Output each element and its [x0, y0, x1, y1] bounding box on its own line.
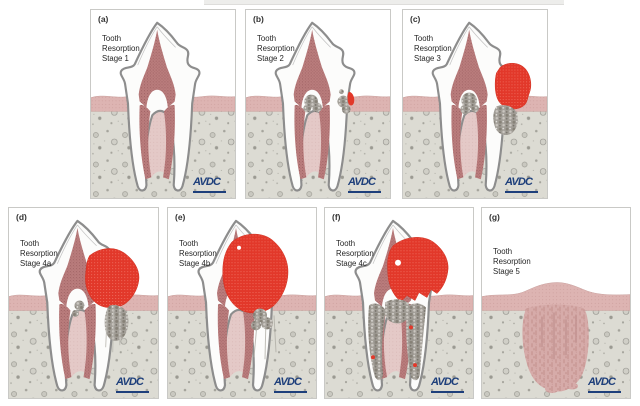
caption-line: Stage 1	[102, 54, 129, 63]
avdc-logo-bar	[505, 190, 538, 193]
panel-letter-label: (a)	[98, 14, 109, 24]
caption-line: Tooth	[336, 239, 356, 248]
stage-caption: Tooth Resorption Stage 4a	[20, 239, 58, 269]
stage-caption: Tooth Resorption Stage 3	[414, 34, 452, 64]
avdc-logo-text: AVDC	[274, 375, 302, 388]
avdc-logo-text: AVDC	[116, 375, 144, 388]
stage-caption: Tooth Resorption Stage 1	[102, 34, 140, 64]
avdc-logo-text: AVDC	[505, 175, 533, 188]
avdc-logo-bar	[348, 190, 381, 193]
tooth-illustration-stage4b	[168, 219, 316, 398]
caption-line: Stage 5	[493, 267, 520, 276]
panel-a: (a) Tooth Resorption Stage 1 AVDC	[90, 9, 236, 199]
caption-line: Resorption	[414, 44, 452, 53]
stage-caption: Tooth Resorption Stage 4b	[179, 239, 217, 269]
tooth-illustration-stage3	[403, 21, 547, 198]
caption-line: Resorption	[336, 249, 374, 258]
stage-caption: Tooth Resorption Stage 2	[257, 34, 295, 64]
caption-line: Tooth	[179, 239, 199, 248]
avdc-logo-bar	[431, 390, 464, 393]
avdc-logo-bar	[193, 190, 226, 193]
panel-f: (f) Tooth Resorption Stage 4c AVDC	[324, 207, 474, 399]
scan-artifact-strip	[204, 0, 564, 5]
tooth-illustration-stage5	[482, 282, 630, 398]
avdc-logo-text: AVDC	[193, 175, 221, 188]
tooth-illustration-stage4c	[325, 219, 473, 398]
caption-line: Tooth	[20, 239, 40, 248]
caption-line: Resorption	[102, 44, 140, 53]
caption-line: Stage 4c	[336, 259, 367, 268]
avdc-logo-bar	[274, 390, 307, 393]
panel-letter-label: (g)	[489, 212, 500, 222]
caption-line: Resorption	[179, 249, 217, 258]
caption-line: Stage 2	[257, 54, 284, 63]
panel-letter-label: (b)	[253, 14, 264, 24]
avdc-logo: AVDC	[116, 372, 150, 393]
avdc-logo-text: AVDC	[588, 375, 616, 388]
avdc-logo: AVDC	[588, 372, 622, 393]
caption-line: Resorption	[20, 249, 58, 258]
panel-b: (b) Tooth Resorption Stage 2 AVDC	[245, 9, 391, 199]
panel-letter-label: (d)	[16, 212, 27, 222]
caption-line: Tooth	[414, 34, 434, 43]
panel-letter-label: (f)	[332, 212, 341, 222]
caption-line: Tooth	[493, 247, 513, 256]
panel-c: (c) Tooth Resorption Stage 3 AVDC	[402, 9, 548, 199]
tooth-illustration-stage2	[246, 21, 390, 198]
caption-line: Tooth	[257, 34, 277, 43]
caption-line: Stage 4b	[179, 259, 211, 268]
avdc-logo: AVDC	[505, 172, 539, 193]
panel-g: (g) Tooth Resorption Stage 5 AVDC	[481, 207, 631, 399]
caption-line: Resorption	[257, 44, 295, 53]
avdc-logo-bar	[588, 390, 621, 393]
tooth-illustration-stage4a	[9, 219, 158, 398]
avdc-logo-bar	[116, 390, 149, 393]
avdc-logo: AVDC	[348, 172, 382, 193]
panel-letter-label: (e)	[175, 212, 186, 222]
avdc-logo-text: AVDC	[431, 375, 459, 388]
stage-caption: Tooth Resorption Stage 5	[493, 247, 531, 277]
stage-caption: Tooth Resorption Stage 4c	[336, 239, 374, 269]
avdc-logo-text: AVDC	[348, 175, 376, 188]
panel-d: (d) Tooth Resorption Stage 4a AVDC	[8, 207, 159, 399]
avdc-logo: AVDC	[431, 372, 465, 393]
avdc-logo: AVDC	[274, 372, 308, 393]
tooth-illustration-stage1	[91, 21, 235, 198]
panel-e: (e) Tooth Resorption Stage 4b AVDC	[167, 207, 317, 399]
panel-letter-label: (c)	[410, 14, 421, 24]
caption-line: Tooth	[102, 34, 122, 43]
caption-line: Stage 3	[414, 54, 441, 63]
avdc-logo: AVDC	[193, 172, 227, 193]
caption-line: Stage 4a	[20, 259, 52, 268]
caption-line: Resorption	[493, 257, 531, 266]
